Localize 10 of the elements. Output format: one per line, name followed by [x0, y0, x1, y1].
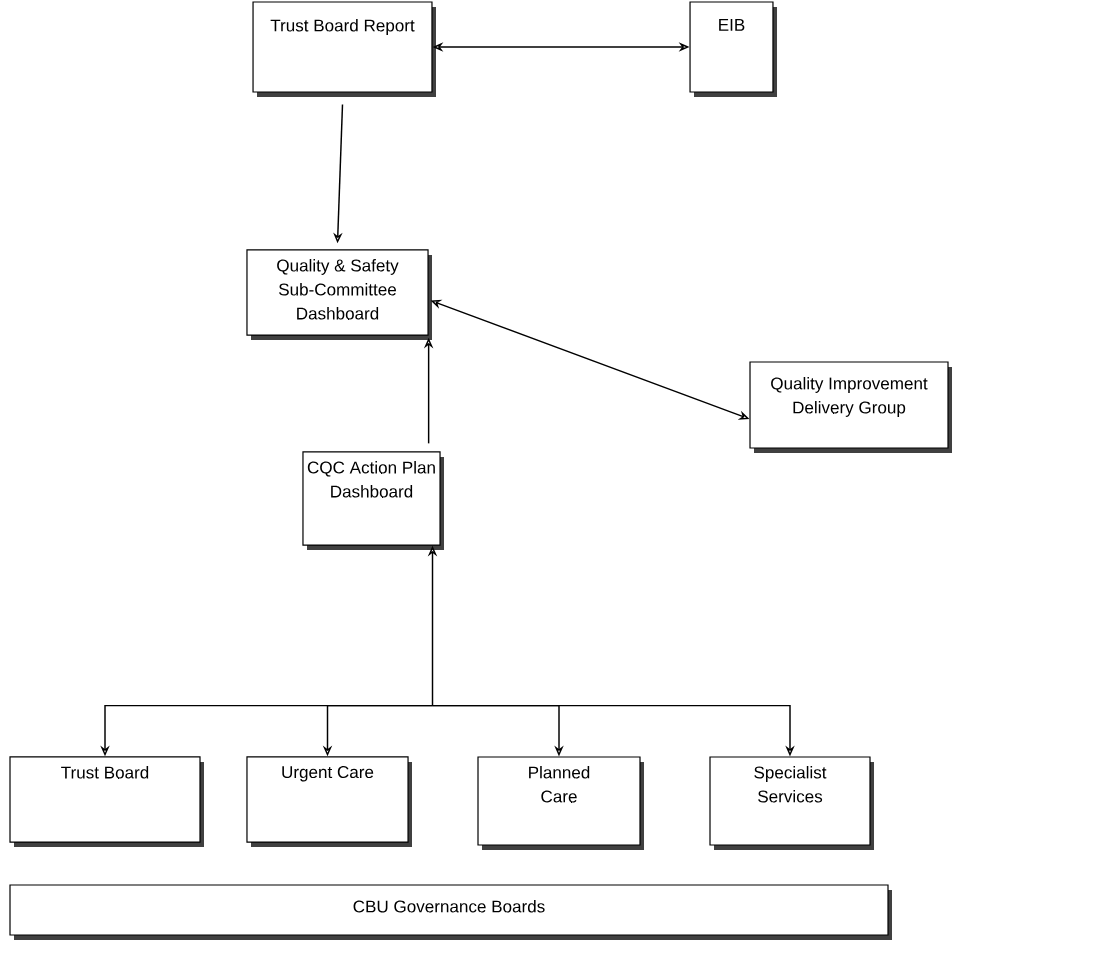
dashboard-box: Quality & Safety Sub-Committee Dashboard [246, 249, 432, 340]
process-box: EIB [689, 1, 777, 97]
dashboard-box: CQC Action Plan Dashboard [302, 451, 444, 550]
board-box: Planned Care [477, 756, 644, 850]
governance-band: CBU Governance Boards [9, 884, 892, 940]
group-box: Quality Improvement Delivery Group [749, 361, 952, 453]
report-box: Trust Board Report [252, 1, 436, 97]
board-box: Urgent Care [246, 756, 412, 847]
board-box: Trust Board [9, 756, 204, 847]
board-box: Specialist Services [709, 756, 874, 850]
